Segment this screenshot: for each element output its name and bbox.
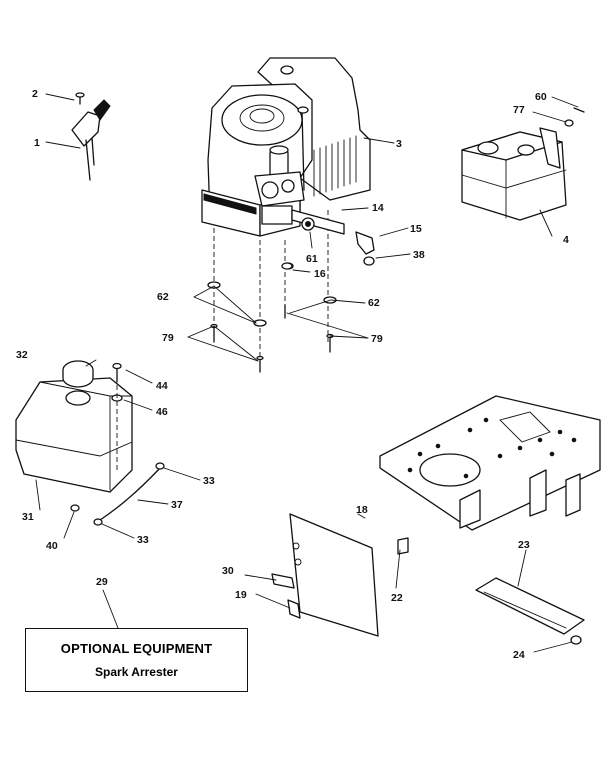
throttle-control <box>71 92 111 181</box>
callout-23: 23 <box>518 539 530 551</box>
spark-arrester-label: Spark Arrester <box>95 665 178 679</box>
callout-31: 31 <box>22 511 34 523</box>
callout-29: 29 <box>96 576 108 588</box>
fuel-line-assembly <box>281 209 375 270</box>
callout-1: 1 <box>34 137 40 149</box>
callout-62-left: 62 <box>157 291 169 303</box>
callout-38: 38 <box>413 249 425 261</box>
callout-numbers: 1 2 3 4 60 77 14 15 61 16 38 62 62 79 79… <box>16 88 569 661</box>
callout-32: 32 <box>16 349 28 361</box>
callout-4: 4 <box>563 234 569 246</box>
callout-15: 15 <box>410 223 422 235</box>
callout-60: 60 <box>535 91 547 103</box>
callout-16: 16 <box>314 268 326 280</box>
callout-77: 77 <box>513 104 525 116</box>
callout-22: 22 <box>391 592 403 604</box>
fuel-tank <box>15 360 165 526</box>
callout-30: 30 <box>222 565 234 577</box>
leader-lines <box>35 93 579 653</box>
shield <box>475 577 585 645</box>
callout-37: 37 <box>171 499 183 511</box>
callout-24: 24 <box>513 649 525 661</box>
mounting-hardware <box>187 262 369 373</box>
callout-79-right: 79 <box>371 333 383 345</box>
callout-14: 14 <box>372 202 384 214</box>
callout-3: 3 <box>396 138 402 150</box>
callout-33-lower: 33 <box>137 534 149 546</box>
cover-plate <box>271 513 409 637</box>
optional-equipment-title: OPTIONAL EQUIPMENT <box>60 641 213 656</box>
callout-18: 18 <box>356 504 368 516</box>
callout-62-right: 62 <box>368 297 380 309</box>
engine <box>201 57 371 237</box>
callout-33-upper: 33 <box>203 475 215 487</box>
callout-79-left: 79 <box>162 332 174 344</box>
callout-2: 2 <box>32 88 38 100</box>
callout-19: 19 <box>235 589 247 601</box>
callout-40: 40 <box>46 540 58 552</box>
callout-61: 61 <box>306 253 318 265</box>
mounting-guide-lines <box>213 210 329 362</box>
optional-equipment-box: OPTIONAL EQUIPMENT Spark Arrester <box>25 628 248 692</box>
callout-46: 46 <box>156 406 168 418</box>
muffler <box>461 107 585 221</box>
callout-44: 44 <box>156 380 168 392</box>
chassis-plate <box>379 395 601 531</box>
